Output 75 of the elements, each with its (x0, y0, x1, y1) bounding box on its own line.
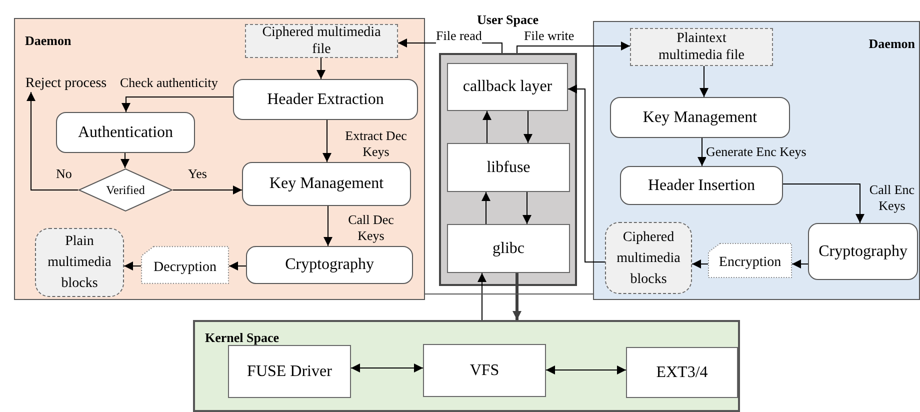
data-blocks-box (35, 228, 124, 297)
node-text: Plain multimedia blocks (46, 233, 112, 293)
panel-heading: User Space (477, 11, 539, 29)
arrow (782, 184, 864, 224)
node-text: glibc (492, 238, 524, 258)
arrow (482, 192, 490, 224)
file-box (245, 24, 398, 58)
arrow (172, 186, 242, 194)
node-text: Header Extraction (267, 90, 384, 110)
arrow (120, 152, 130, 168)
arrow (512, 273, 522, 320)
arrow (122, 96, 234, 112)
node-text: libfuse (486, 158, 530, 178)
arrow (698, 138, 706, 166)
arrow (524, 110, 532, 144)
panel-heading: Daemon (868, 35, 915, 53)
arrow (700, 66, 708, 98)
arrow (478, 272, 486, 320)
module-box (626, 347, 738, 398)
process-box (233, 79, 418, 120)
note-box (708, 243, 792, 278)
node-text: Cryptography (285, 255, 374, 275)
panel-heading: Kernel Space (205, 329, 280, 347)
node-text: Key Management (642, 108, 758, 128)
arrow (522, 192, 532, 224)
node-text: Cryptography (818, 242, 908, 262)
node-text: Encryption (718, 254, 782, 272)
note-box (141, 246, 229, 284)
node-label: Reject process (25, 74, 107, 92)
layer-box (447, 63, 568, 111)
node-text: VFS (470, 360, 500, 380)
arrow (324, 206, 332, 246)
node-text: Decryption (154, 258, 216, 276)
arrow (26, 92, 78, 190)
arrow (316, 58, 326, 80)
arrow (568, 84, 606, 262)
process-box (242, 162, 411, 206)
process-box (620, 166, 783, 205)
node-text: Key Management (269, 174, 384, 194)
arrow (322, 120, 332, 162)
process-box (808, 223, 918, 280)
node-text: Ciphered multimedia blocks (616, 228, 682, 288)
arrow (228, 262, 246, 270)
arrow (124, 262, 142, 270)
data-blocks-box (605, 222, 692, 294)
daemon-panel (14, 18, 425, 300)
node-text: callback layer (462, 77, 552, 97)
node-text: FUSE Driver (247, 362, 332, 382)
arrow (792, 260, 808, 268)
node-text: EXT3/4 (656, 362, 708, 382)
decision-diamond (78, 168, 173, 212)
arrow (482, 110, 492, 144)
process-box (56, 112, 195, 153)
layer-box (447, 224, 570, 273)
arrow (350, 364, 424, 372)
node-text: Verified (106, 182, 145, 199)
file-box (630, 28, 773, 66)
process-box (610, 97, 790, 138)
process-box (246, 246, 413, 284)
edge-label: Generate Enc Keys (706, 144, 806, 160)
node-text: Ciphered multimedia file (262, 24, 381, 58)
node-text: Plaintext multimedia file (658, 30, 746, 64)
panel-heading: Daemon (25, 32, 72, 50)
layer-box (447, 143, 570, 192)
arrow (516, 42, 630, 54)
module-box (423, 344, 546, 397)
arrow (692, 260, 708, 268)
node-text: Authentication (78, 122, 174, 142)
daemon-panel (593, 21, 920, 300)
module-box (228, 345, 351, 398)
edge-label: Check authenticity (120, 75, 218, 91)
edge-label: File read (436, 28, 482, 44)
node-text: Header Insertion (648, 176, 756, 196)
arrow (546, 366, 626, 374)
kernel-space-panel (193, 320, 740, 412)
